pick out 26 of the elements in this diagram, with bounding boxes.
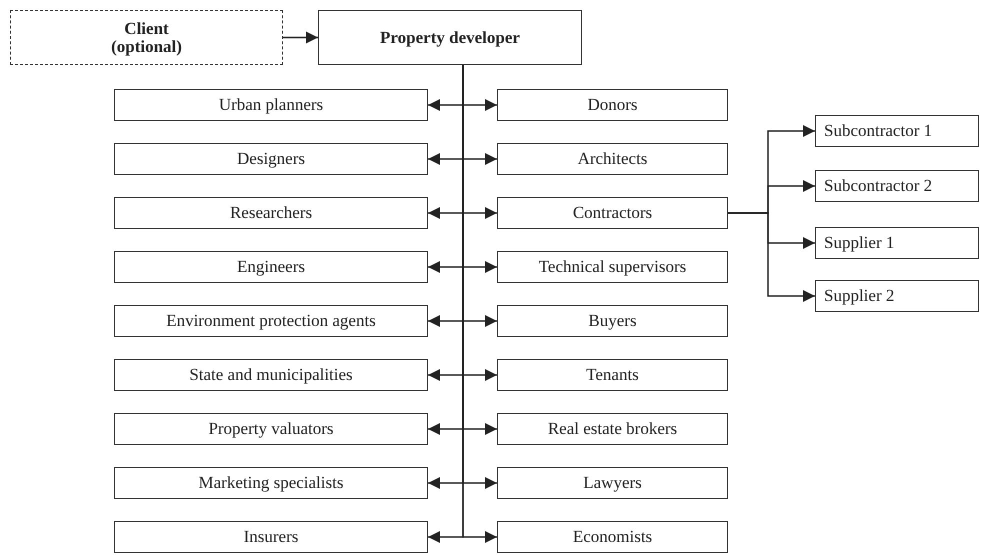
process-box: Real estate brokers [497, 413, 728, 445]
process-box: Marketing specialists [114, 467, 428, 499]
process-box: Environment protection agents [114, 305, 428, 337]
process-box: Property developer [318, 10, 582, 65]
dashed-box: Client (optional) [10, 10, 283, 65]
process-box: Property valuators [114, 413, 428, 445]
process-box: Engineers [114, 251, 428, 283]
process-box: Technical supervisors [497, 251, 728, 283]
process-box: Economists [497, 521, 728, 553]
process-box: Subcontractor 1 [815, 115, 979, 147]
process-box: Researchers [114, 197, 428, 229]
process-box: Urban planners [114, 89, 428, 121]
process-box: Supplier 1 [815, 227, 979, 259]
process-box: Donors [497, 89, 728, 121]
arrow [283, 32, 318, 44]
process-box: Lawyers [497, 467, 728, 499]
process-box: Tenants [497, 359, 728, 391]
process-box: Supplier 2 [815, 280, 979, 312]
process-box: State and municipalities [114, 359, 428, 391]
process-box: Contractors [497, 197, 728, 229]
process-box: Buyers [497, 305, 728, 337]
process-box: Insurers [114, 521, 428, 553]
process-box: Designers [114, 143, 428, 175]
process-box: Subcontractor 2 [815, 170, 979, 202]
process-box: Architects [497, 143, 728, 175]
arrow [728, 212, 815, 302]
